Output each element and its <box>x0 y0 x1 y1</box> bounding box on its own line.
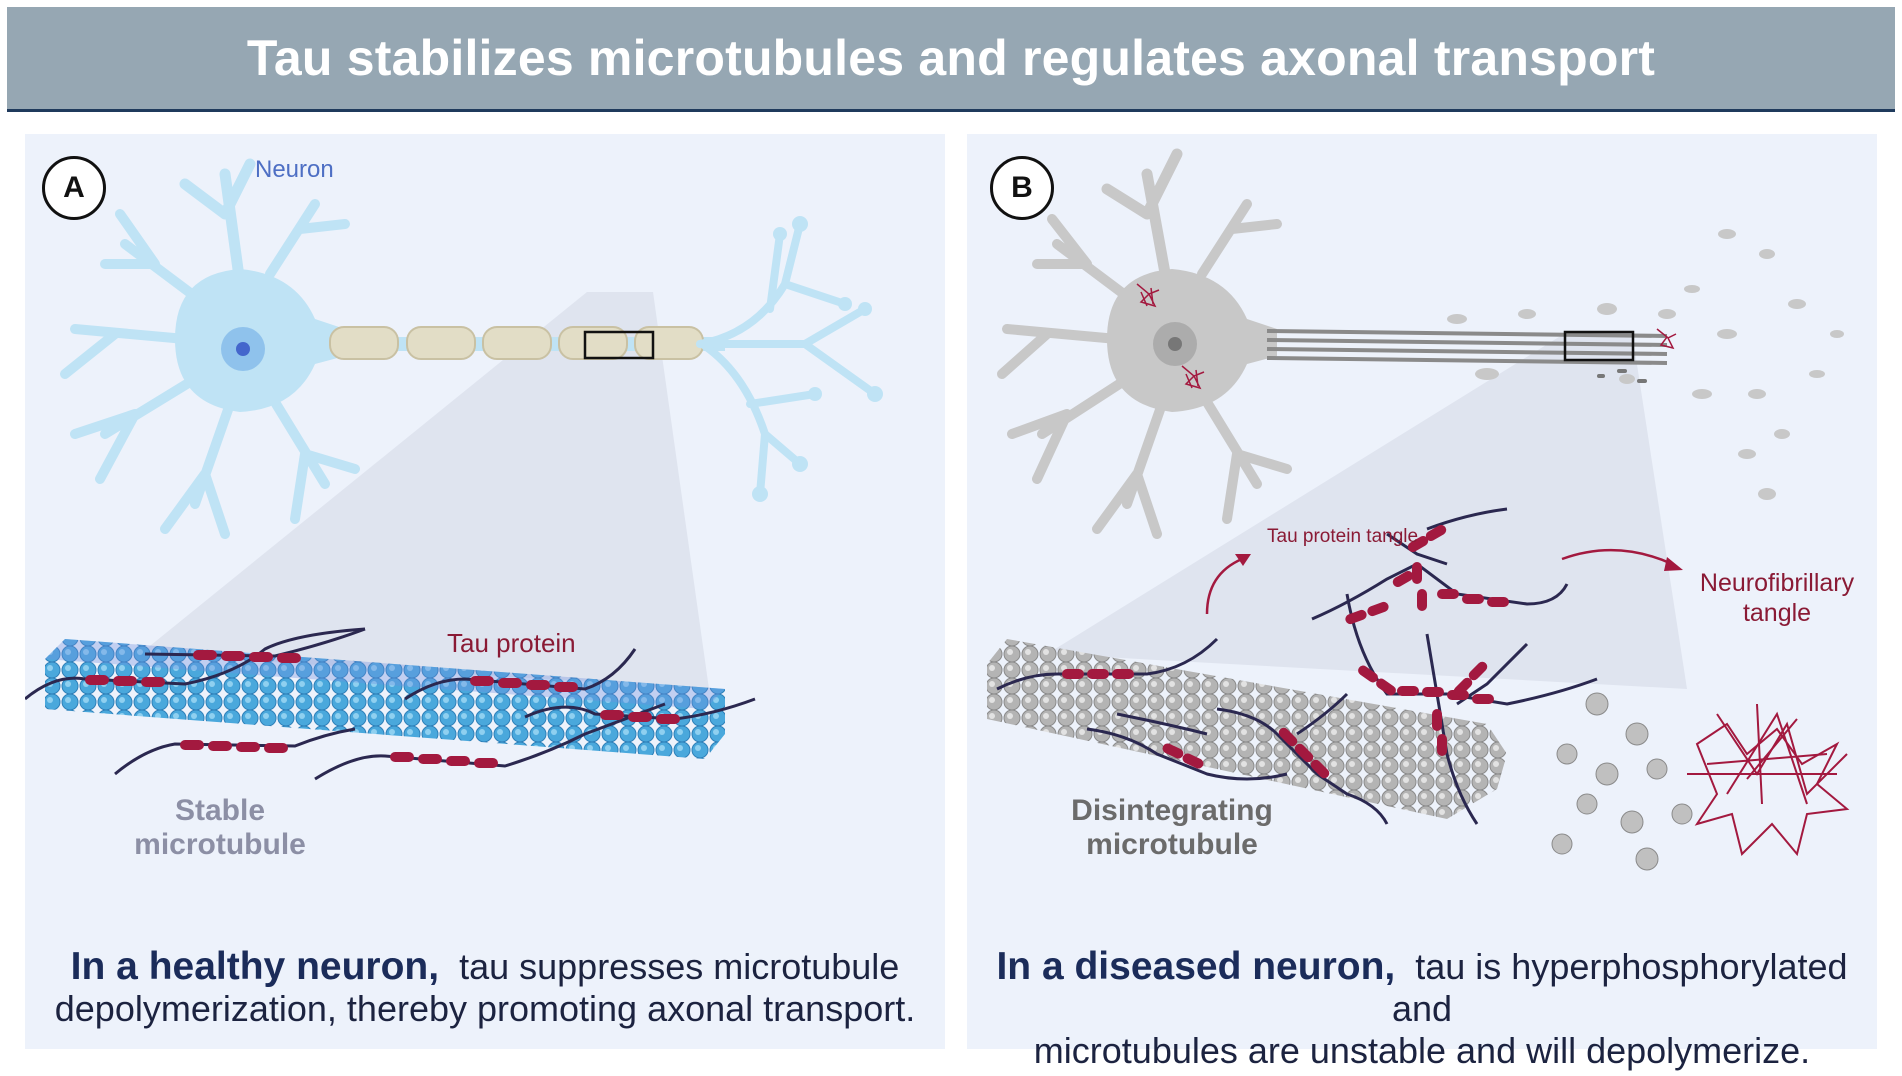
panel-a-caption: In a healthy neuron, tau suppresses micr… <box>54 945 916 1030</box>
axon-terminals <box>696 220 879 498</box>
axon-dark-debris <box>1597 369 1647 383</box>
axon-end-tangle <box>1656 328 1677 350</box>
tau-proteins <box>25 627 756 781</box>
healthy-neuron-illustration <box>25 158 883 781</box>
tau-protein-tangle-label: Tau protein tangle <box>1267 526 1419 547</box>
panel-b: B Tau protein tangle Neurofibrillary tan… <box>967 134 1877 1071</box>
soma-tangles <box>1136 283 1205 390</box>
arrow-to-tangle-label <box>1205 557 1243 615</box>
diseased-neuron-illustration <box>987 148 1850 871</box>
axon-debris <box>1447 229 1844 500</box>
tau-protein-label: Tau protein <box>447 628 576 658</box>
neurofibrillary-tangle-graphic <box>1687 703 1850 857</box>
tau-segments <box>85 650 680 768</box>
disintegrating-microtubule-label: Disintegrating microtubule <box>1071 794 1273 861</box>
panel-b-caption: In a diseased neuron, tau is hyperphosph… <box>996 945 1848 1072</box>
panel-a-badge: A <box>42 156 106 220</box>
stable-microtubule-label: Stable microtubule <box>134 794 306 861</box>
title-bar: Tau stabilizes microtubules and regulate… <box>7 7 1895 112</box>
zoom-box-b <box>1563 330 1635 362</box>
arrow-to-nft-label <box>1561 548 1673 566</box>
zoom-box <box>583 330 655 360</box>
tau-strands-b <box>996 507 1598 825</box>
neuron-label: Neuron <box>255 156 334 183</box>
disintegrating-microtubule <box>987 639 1507 819</box>
free-tubulin <box>1551 692 1693 871</box>
neuron-dendrites <box>60 158 360 539</box>
neurofibrillary-tangle-label: Neurofibrillary tangle <box>1699 569 1855 627</box>
tau-segments-b <box>1062 525 1509 779</box>
neuron-dendrites-diseased <box>997 148 1292 539</box>
panel-a: A Neuron Tau protein Stable microtubule … <box>25 134 945 1049</box>
panel-b-badge: B <box>990 156 1054 220</box>
page-title: Tau stabilizes microtubules and regulate… <box>246 30 1656 86</box>
arrows <box>1205 548 1673 615</box>
axon-diseased <box>1266 329 1668 365</box>
